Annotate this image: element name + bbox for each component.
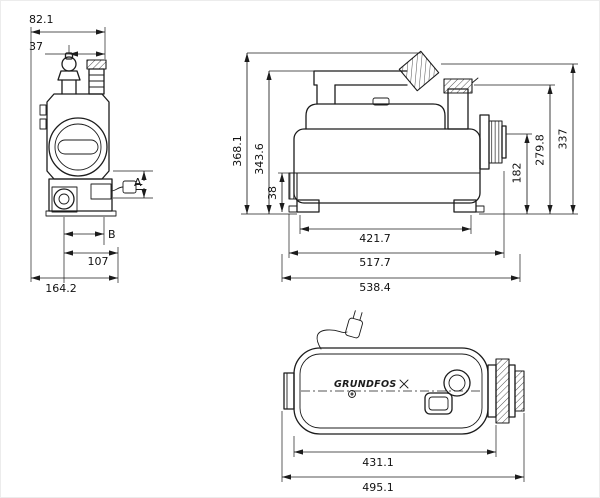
- coupling-ring-4: [514, 370, 525, 412]
- dim-height-tank: 182: [511, 163, 524, 184]
- left-stub: [283, 372, 295, 410]
- power-plug-front-icon: [110, 180, 143, 194]
- plug-top: [345, 310, 363, 339]
- pipe-elbow-coupling: [398, 50, 440, 92]
- side-view: 368.1 343.6 38 182 279.8 337 421.7 517.7…: [231, 50, 578, 294]
- brand-text: GRUNDFOS: [334, 379, 396, 390]
- access-cover-inner: [54, 123, 102, 171]
- horizontal-pipe: [313, 70, 408, 86]
- cover-clip: [372, 97, 390, 106]
- power-cable: [110, 186, 124, 192]
- top-hatch-inner: [428, 396, 449, 411]
- inlet-clamp: [443, 78, 473, 94]
- power-cable-top: [316, 329, 348, 350]
- outlet-port-inner: [58, 193, 70, 205]
- valve-pipe: [61, 79, 77, 95]
- outlet-ring: [501, 125, 507, 159]
- ext-lines-length: [281, 171, 521, 282]
- ext-line-a: [113, 170, 153, 199]
- foot-right: [453, 199, 477, 213]
- label-a: A: [134, 176, 142, 189]
- power-plug-top-icon: [316, 310, 363, 350]
- outlet-port: [53, 188, 75, 210]
- outlet-frame: [51, 186, 78, 213]
- junction-box: [90, 183, 112, 200]
- dim-length-body: 517.7: [359, 256, 391, 269]
- front-dimensions: 82.1 37 A B 107 164.2: [29, 13, 153, 295]
- inlet-stub: [88, 68, 105, 95]
- top-port-inner: [448, 374, 466, 392]
- grundfos-logo: GRUNDFOS: [334, 379, 409, 390]
- top-pump-outline: [283, 347, 525, 435]
- dim-height-overall: 337: [557, 129, 570, 150]
- top-port: [443, 369, 471, 397]
- side-rib-1: [39, 104, 47, 116]
- grundfos-mark-icon: [399, 379, 409, 389]
- dim-height-pipe: 343.6: [253, 143, 266, 175]
- side-dimensions: 368.1 343.6 38 182 279.8 337 421.7 517.7…: [231, 52, 578, 294]
- inlet-cap: [86, 59, 107, 70]
- side-pump-outline: [288, 50, 507, 213]
- top-view: GRUNDFOS 431.1 495.1: [281, 310, 525, 494]
- front-view: 82.1 37 A B 107 164.2: [29, 13, 153, 295]
- outlet-flange: [479, 114, 490, 170]
- dim-top-width: 82.1: [29, 13, 54, 26]
- mounting-brackets: [288, 205, 485, 213]
- tank-body: [46, 93, 110, 180]
- tank-body-side: [293, 128, 481, 204]
- base-plate: [45, 210, 117, 217]
- coupling-ring-1: [487, 364, 497, 418]
- dim-height-outlet-low: 38: [266, 186, 279, 200]
- ext-lines-bottom: [63, 217, 119, 283]
- dim-pipe-offset: 37: [29, 40, 43, 53]
- plug-pins: [135, 184, 143, 190]
- dim-height-pipe-top: 368.1: [231, 135, 244, 167]
- dim-length-feet: 421.7: [359, 232, 391, 245]
- side-rib-2: [39, 118, 47, 130]
- tank-inner-top: [299, 353, 483, 429]
- dim-outlet-offset: 107: [88, 255, 109, 268]
- dim-overall-width: 164.2: [45, 282, 77, 295]
- coupling-ring-3: [508, 364, 516, 418]
- top-hatch: [424, 392, 453, 415]
- cover-grip: [57, 139, 99, 155]
- vent-screw: [348, 390, 356, 398]
- valve-collar: [57, 70, 81, 81]
- pipe-riser: [316, 84, 336, 105]
- dim-length-tank: 431.1: [362, 456, 394, 469]
- clamp-screw: [471, 77, 479, 84]
- side-inlet-low: [288, 172, 298, 200]
- dim-length-overall-top: 495.1: [362, 481, 394, 494]
- ext-lines-top-view: [281, 411, 525, 482]
- label-b: B: [108, 228, 116, 241]
- inlet-ribs: [88, 74, 105, 88]
- outlet-coupling: [488, 120, 503, 164]
- front-pump-outline: [39, 52, 117, 217]
- plug-body: [122, 180, 137, 194]
- vent-screw-center: [350, 392, 354, 396]
- vertical-inlet: [447, 88, 469, 130]
- coupling-ring-2: [495, 358, 510, 424]
- access-cover: [48, 117, 108, 177]
- dim-length-overall: 538.4: [359, 281, 391, 294]
- motor-cover: [305, 103, 446, 130]
- dim-height-inlet: 279.8: [534, 134, 547, 166]
- top-dimensions: 431.1 495.1: [281, 411, 525, 494]
